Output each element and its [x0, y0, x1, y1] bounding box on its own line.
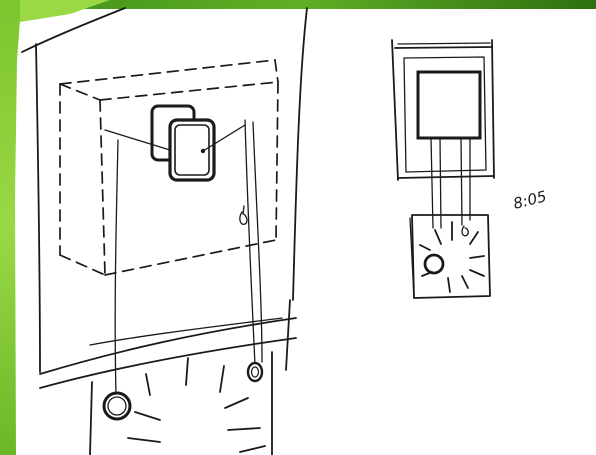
cabinet-top-edge — [21, 7, 126, 53]
clock-face-left-edge — [89, 381, 93, 455]
string-left — [114, 139, 119, 396]
dash-front-right — [275, 81, 279, 241]
time-label: 8:05 — [511, 187, 548, 213]
ledge-line-3 — [89, 317, 283, 346]
rod-left — [430, 137, 434, 229]
small-pendulum-hook-icon — [461, 225, 469, 237]
dash-back-top — [59, 59, 276, 85]
dash-top-left-depth — [59, 83, 101, 101]
front-view-sketch: 8:05 — [391, 39, 548, 299]
string-right-2 — [252, 121, 263, 363]
small-clock-face — [411, 214, 491, 299]
rod-left-2 — [439, 137, 442, 229]
pendulum-small-icon — [246, 361, 264, 383]
cabinet-left-edge — [35, 43, 41, 373]
dash-front-bottom — [104, 239, 277, 276]
wall-cabinet-sketch — [21, 7, 308, 455]
cabinet-right-edge — [292, 7, 308, 301]
front-module-square — [416, 70, 482, 140]
front-frame-top-2 — [397, 42, 491, 45]
rod-right — [460, 137, 463, 226]
ledge-line-1 — [39, 317, 297, 375]
ledge-line-2 — [39, 337, 297, 389]
front-frame-bottom — [397, 175, 495, 179]
dash-front-left — [99, 99, 106, 276]
wire-left — [104, 129, 171, 151]
dash-bottom-depth — [59, 254, 106, 276]
small-clock-ticks — [419, 221, 485, 293]
dash-top-right-depth — [274, 59, 279, 83]
front-frame-left — [391, 39, 399, 181]
pendulum-large-icon — [102, 391, 132, 421]
clock-ticks-large — [127, 357, 266, 453]
green-frame-top — [0, 0, 596, 9]
wire-right — [202, 124, 246, 152]
string-right — [244, 119, 256, 366]
hook-icon — [239, 205, 248, 225]
small-clock-edge — [409, 217, 415, 299]
dash-front-top — [99, 81, 279, 101]
cabinet-right-lower — [285, 299, 291, 371]
green-frame-left — [0, 0, 20, 455]
small-pendulum-large-icon — [423, 253, 445, 275]
front-frame-right — [491, 39, 495, 179]
green-frame-corner — [20, 0, 110, 22]
square-module-front — [168, 118, 216, 182]
front-frame-top — [394, 46, 493, 49]
front-frame-inner — [403, 56, 487, 173]
